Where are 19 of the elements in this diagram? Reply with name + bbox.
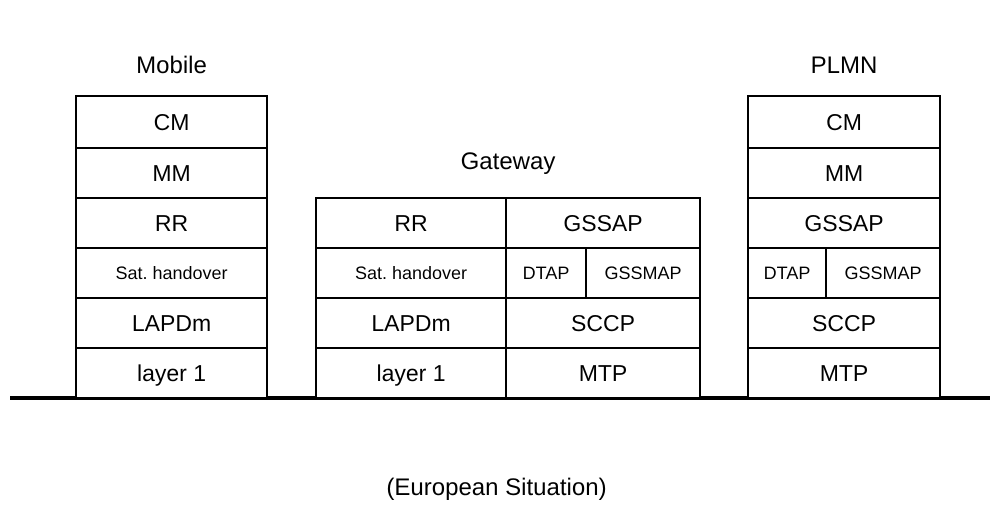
protocol-layer: MM: [75, 147, 268, 199]
protocol-layer: SCCP: [747, 297, 941, 349]
stack-title: Gateway: [460, 148, 556, 176]
protocol-layer: RR: [315, 197, 507, 249]
protocol-layer: layer 1: [75, 347, 268, 399]
protocol-layer: LAPDm: [75, 297, 268, 349]
caption: (European Situation): [385, 474, 608, 502]
protocol-layer: MM: [747, 147, 941, 199]
stack-title: Mobile: [135, 52, 208, 80]
protocol-layer: CM: [75, 95, 268, 149]
protocol-layer: layer 1: [315, 347, 507, 399]
protocol-layer: MTP: [747, 347, 941, 399]
protocol-layer: CM: [747, 95, 941, 149]
protocol-layer: RR: [75, 197, 268, 249]
protocol-layer: GSSAP: [747, 197, 941, 249]
protocol-layer: Sat. handover: [75, 247, 268, 299]
protocol-layer: MTP: [505, 347, 701, 399]
protocol-layer: GSSAP: [505, 197, 701, 249]
stack-title: PLMN: [810, 52, 878, 80]
